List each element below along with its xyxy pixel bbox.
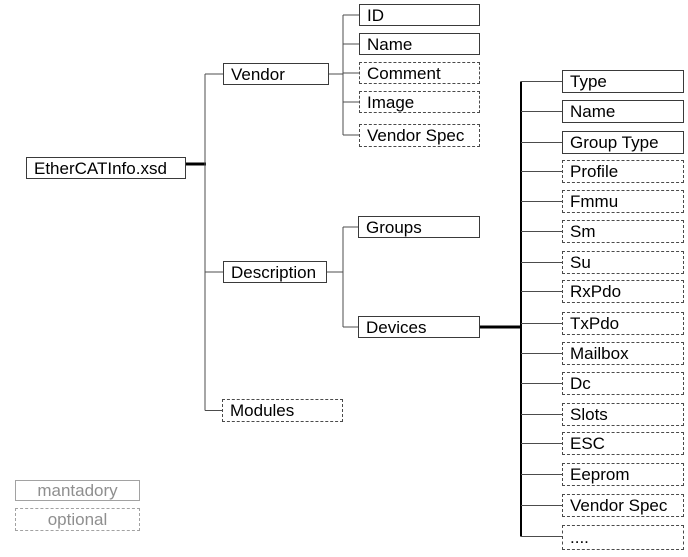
node-vendor-vendor-spec: Vendor Spec: [359, 124, 480, 147]
node-dev-eeprom: Eeprom: [562, 463, 684, 486]
node-devices: Devices: [358, 316, 480, 338]
node-dev-group-type: Group Type: [562, 131, 684, 154]
node-dev-rxpdo: RxPdo: [562, 280, 684, 303]
node-vendor: Vendor: [223, 63, 329, 85]
node-dev-sm: Sm: [562, 220, 684, 243]
node-dev-type: Type: [562, 70, 684, 93]
node-vendor-comment: Comment: [359, 62, 480, 84]
legend-mandatory: mantadory: [15, 480, 140, 501]
node-dev-su: Su: [562, 251, 684, 274]
node-dev-ellipsis: ....: [562, 525, 684, 550]
node-dev-fmmu: Fmmu: [562, 190, 684, 213]
node-groups: Groups: [358, 216, 480, 238]
node-dev-mailbox: Mailbox: [562, 342, 684, 365]
node-dev-esc: ESC: [562, 432, 684, 455]
node-dev-dc: Dc: [562, 372, 684, 395]
node-dev-vendor-spec: Vendor Spec: [562, 494, 684, 517]
node-modules: Modules: [222, 399, 343, 422]
node-dev-txpdo: TxPdo: [562, 312, 684, 335]
legend-optional: optional: [15, 508, 140, 531]
node-vendor-id: ID: [359, 4, 480, 26]
node-vendor-name: Name: [359, 33, 480, 55]
node-description: Description: [223, 261, 327, 283]
node-dev-name: Name: [562, 100, 684, 123]
node-dev-profile: Profile: [562, 160, 684, 183]
node-dev-slots: Slots: [562, 403, 684, 426]
node-vendor-image: Image: [359, 91, 480, 113]
node-ethercatinfo-xsd: EtherCATInfo.xsd: [26, 157, 186, 179]
